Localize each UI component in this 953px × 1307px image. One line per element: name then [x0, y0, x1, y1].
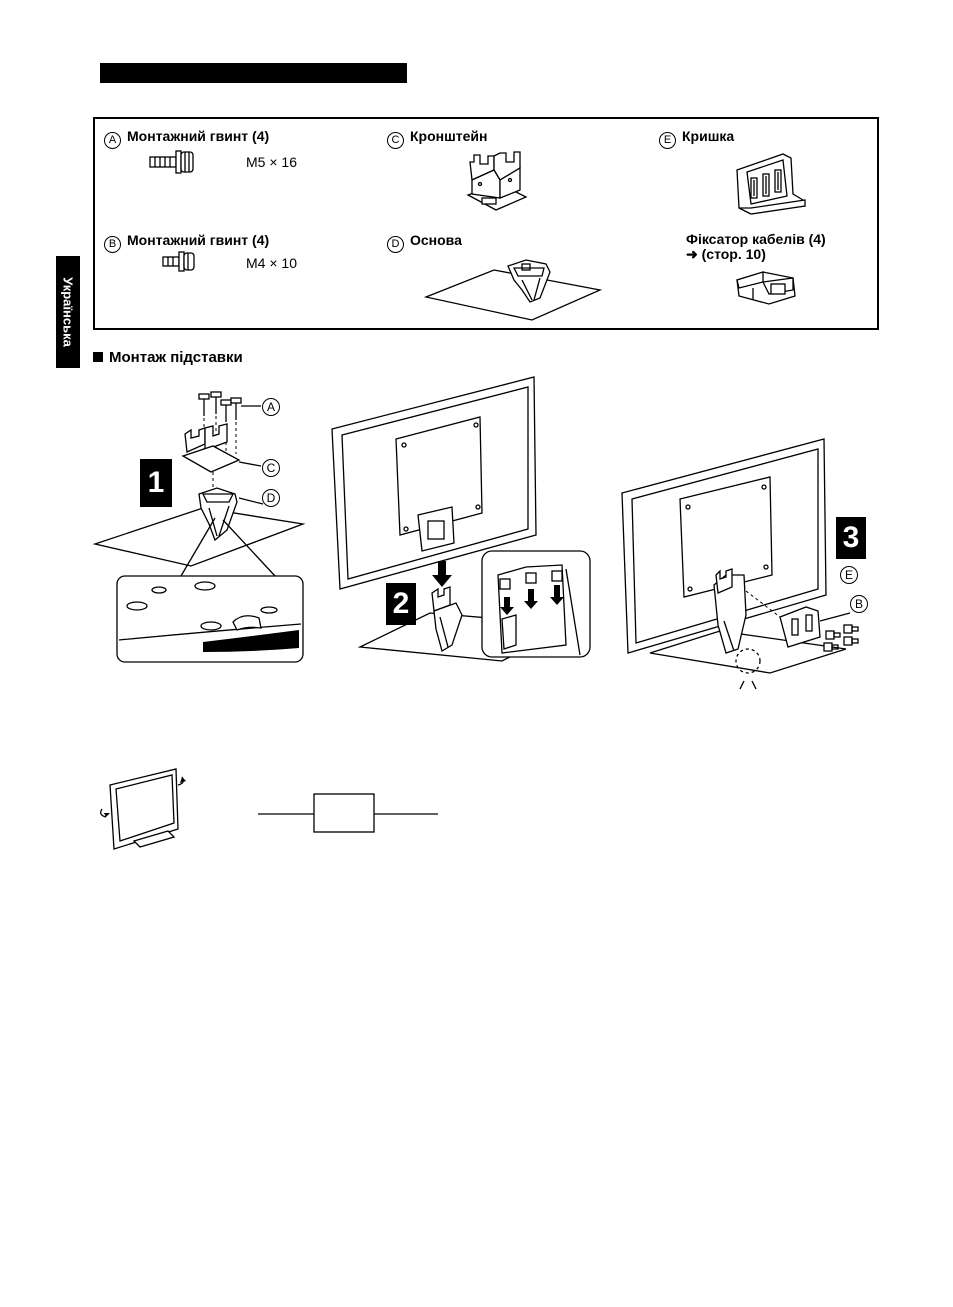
step-3-illustration [620, 435, 870, 705]
screw-icon [150, 148, 200, 178]
part-b-letter: B [104, 236, 121, 253]
callout-d: D [262, 489, 280, 507]
base-icon [422, 250, 604, 325]
callout-a: A [262, 398, 280, 416]
cover-icon [733, 150, 809, 218]
swivel-diagram [258, 792, 440, 834]
step-2-number: 2 [386, 583, 416, 625]
part-e-letter: E [659, 132, 676, 149]
callout-c: C [262, 459, 280, 477]
step-1-illustration [93, 390, 308, 665]
part-a-size: M5 × 16 [246, 154, 297, 170]
bullet-square-icon [93, 352, 103, 362]
part-d-letter: D [387, 236, 404, 253]
step-3-number: 3 [836, 517, 866, 559]
part-c-letter: C [387, 132, 404, 149]
screw-icon [163, 250, 199, 274]
arrow-right-icon: ➜ [686, 246, 698, 262]
part-a-letter: A [104, 132, 121, 149]
part-b-size: M4 × 10 [246, 255, 297, 271]
step-2-illustration [330, 375, 595, 665]
cable-clamp-label: Фіксатор кабелів (4) ➜ (стор. 10) [686, 232, 826, 262]
section-title: Монтаж підставки [93, 349, 243, 366]
language-tab-label: Українська [61, 277, 76, 347]
title-bar [100, 63, 407, 83]
language-tab: Українська [56, 256, 80, 368]
callout-e: E [840, 566, 858, 584]
bracket-icon [460, 150, 532, 216]
swivel-tv-icon [94, 765, 190, 855]
callout-b: B [850, 595, 868, 613]
cable-clamp-icon [733, 268, 801, 308]
